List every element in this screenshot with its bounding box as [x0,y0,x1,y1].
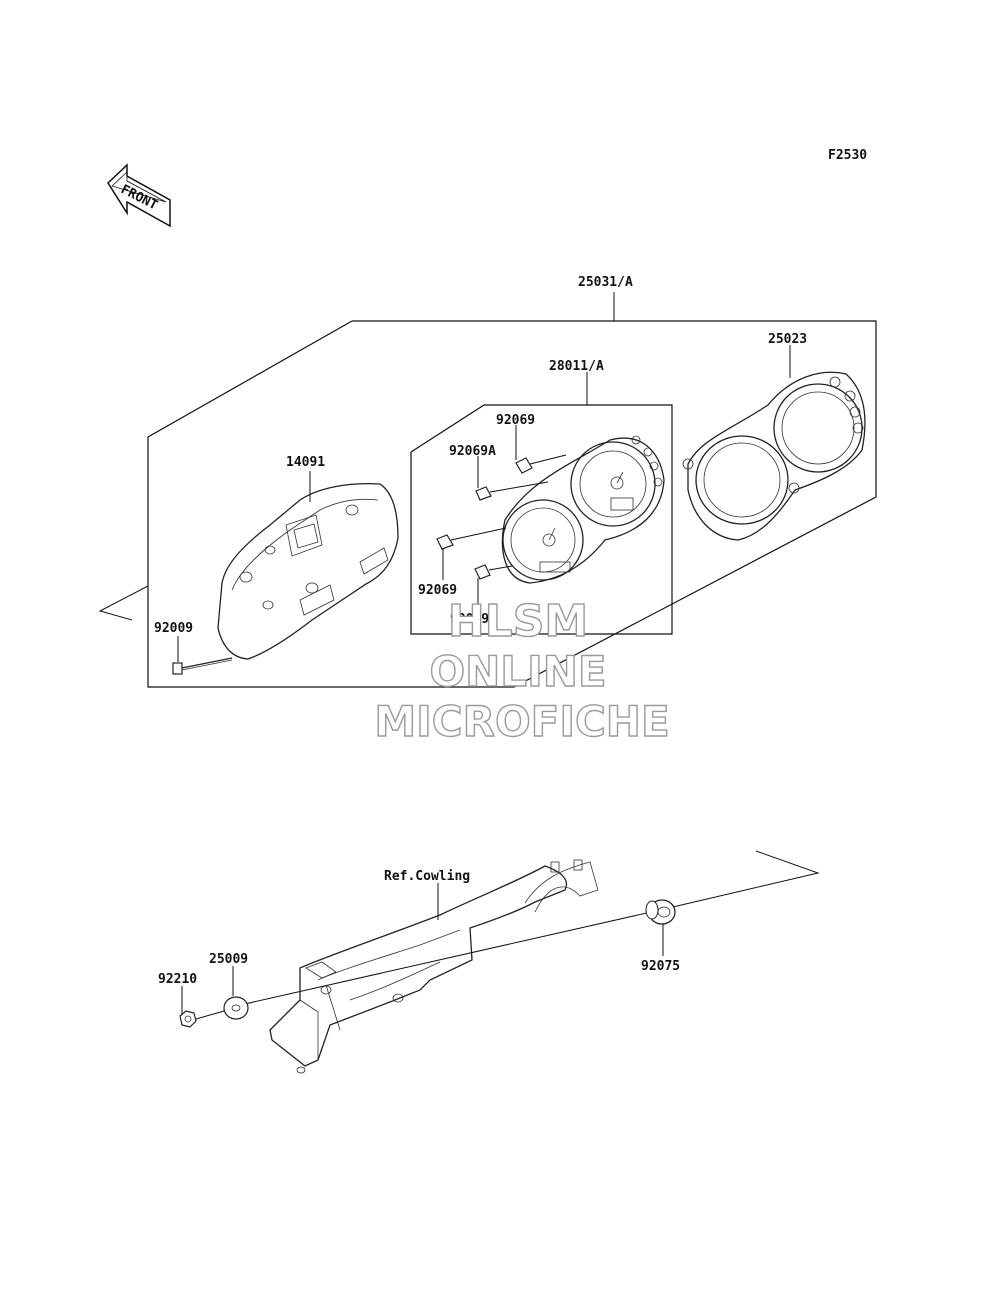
callout-ref-cowling: Ref.Cowling [384,869,470,884]
screw-92069a-upper [475,481,549,501]
nut-92210 [179,1010,225,1028]
mounting-axis-line [235,850,820,1007]
callout-25009: 25009 [209,952,248,967]
callout-28011a: 28011/A [549,359,604,374]
callout-92069a-lower: 92069A [450,612,497,627]
grommet-92075 [645,899,676,925]
callout-92069-lower: 92069 [418,583,457,598]
meter-stay-bracket [269,859,599,1074]
screw-92069a-lower [474,564,513,580]
meter-unit [501,435,665,584]
screw-92069-upper [515,454,567,474]
callout-92075: 92075 [641,959,680,974]
assembly-frame [98,292,877,688]
callout-92009: 92009 [154,621,193,636]
front-arrow-icon: FRONT [107,163,171,228]
screw-92069-lower [436,527,507,550]
callout-25031a: 25031/A [578,275,633,290]
meter-unit-frame [410,372,673,635]
meter-case [217,482,399,660]
callout-92210: 92210 [158,972,197,987]
watermark-line3: MICROFICHE [374,697,669,746]
callout-92069a-upper: 92069A [449,444,496,459]
lens-cover [682,371,866,541]
watermark-line2: ONLINE [429,647,606,696]
bolt-92009 [172,657,233,675]
washer-25009 [223,996,249,1020]
figure-code: F2530 [828,148,867,163]
callout-25023: 25023 [768,332,807,347]
callout-14091: 14091 [286,455,325,470]
watermark-line1: HLSM [448,596,588,647]
callout-92069-upper: 92069 [496,413,535,428]
